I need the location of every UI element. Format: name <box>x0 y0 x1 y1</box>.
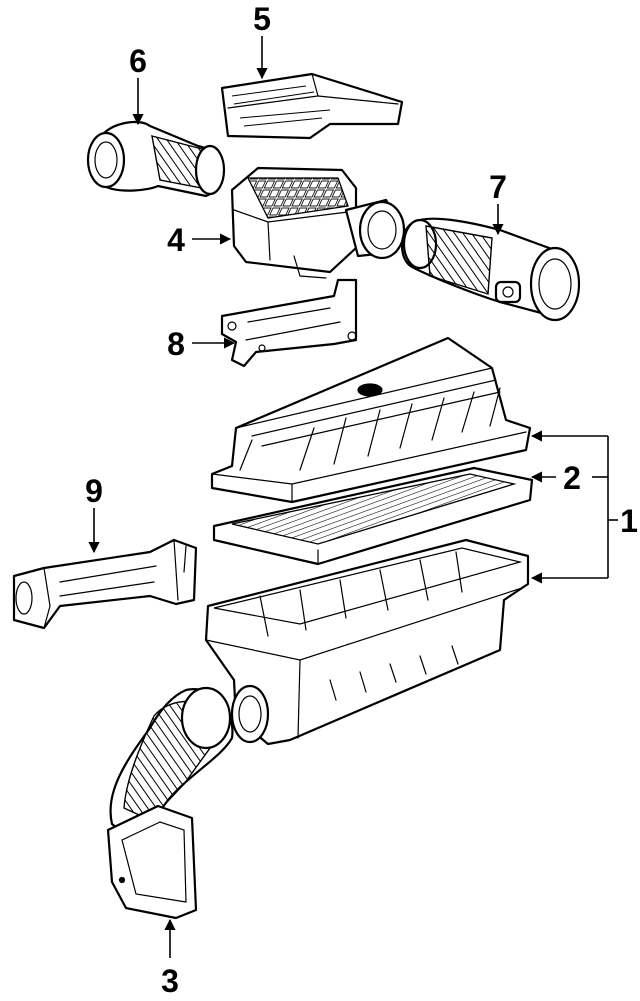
air-flow-meter <box>230 166 406 279</box>
callout-5: 5 <box>253 1 271 37</box>
callout-8: 8 <box>167 326 185 362</box>
callout-4: 4 <box>167 222 185 258</box>
air-cleaner-upper-case <box>210 336 532 504</box>
callout-1: 1 <box>620 503 638 539</box>
air-inlet-duct <box>12 538 198 630</box>
duct-cover-plate <box>220 72 404 140</box>
air-filter-element <box>212 466 534 566</box>
callout-9: 9 <box>85 473 103 509</box>
mounting-bracket <box>220 278 358 368</box>
callout-3: 3 <box>161 963 179 999</box>
callout-2: 2 <box>563 460 581 496</box>
air-cleaner-lower-case <box>204 538 530 746</box>
leader-1 <box>530 430 618 584</box>
corrugated-intake-hose <box>106 686 234 920</box>
callout-6: 6 <box>129 43 147 79</box>
intake-hose-with-sensor <box>401 217 581 322</box>
intake-elbow-hose <box>86 120 226 198</box>
callout-7: 7 <box>489 169 507 205</box>
